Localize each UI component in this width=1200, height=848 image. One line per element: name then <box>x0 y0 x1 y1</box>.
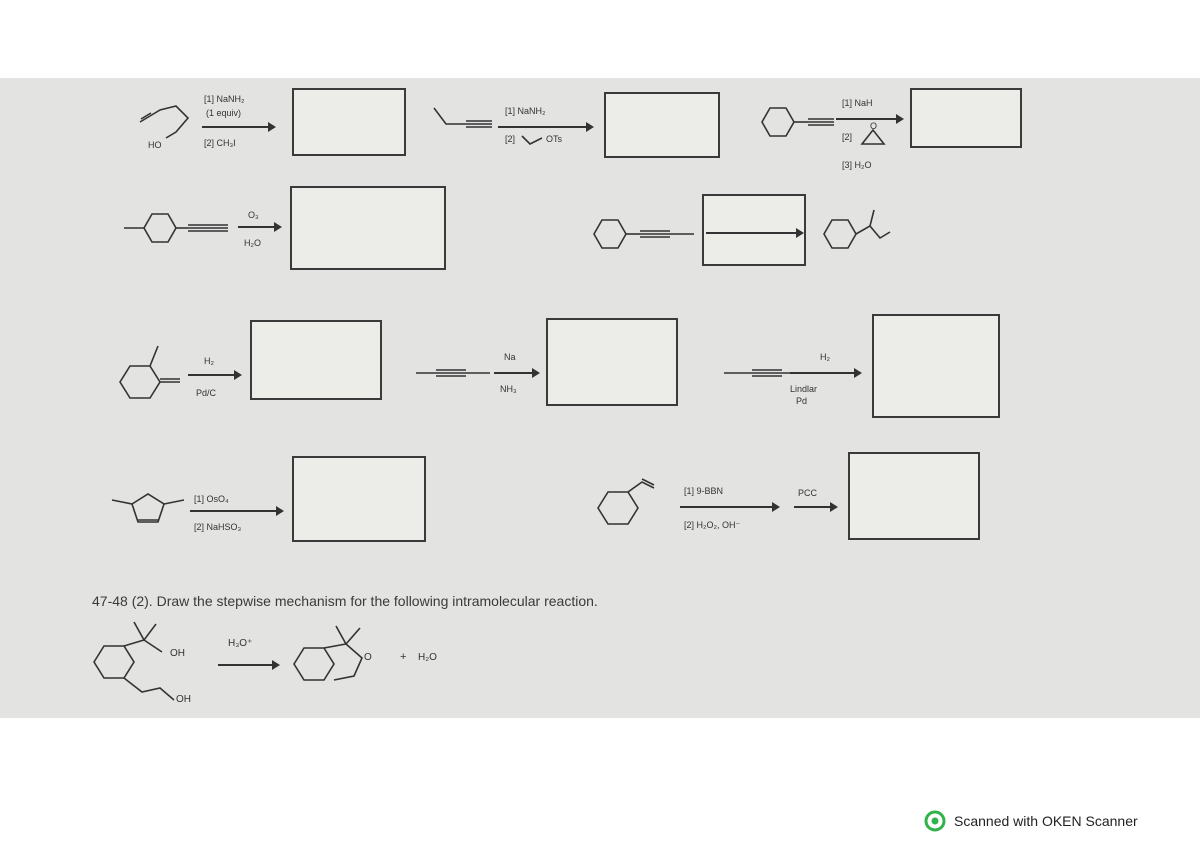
molecule-2-butyne <box>416 369 490 377</box>
molecule-1-phenylpropyne <box>593 219 694 249</box>
reaction-arrow <box>498 122 594 132</box>
molecule-p-methylphenylacetylene <box>124 213 228 243</box>
mech-oh-2: OH <box>176 694 191 705</box>
r6-above: H₂ <box>204 356 214 366</box>
r8-below2: Pd <box>796 396 808 406</box>
r7-above: Na <box>504 352 516 362</box>
r7-below: NH₃ <box>500 384 517 394</box>
oken-scanner-logo-icon <box>924 810 946 832</box>
molecule-starting-diol <box>93 621 175 701</box>
scanner-watermark-text: Scanned with OKEN Scanner <box>954 813 1138 829</box>
r1-step1b: (1 equiv) <box>206 108 242 118</box>
mech-oh-1: OH <box>170 648 185 659</box>
r6-below: Pd/C <box>196 388 217 398</box>
molecule-3-hexyne <box>724 369 808 377</box>
molecule-dimethylcyclopentene <box>111 493 185 523</box>
answer-box-7[interactable] <box>546 318 678 406</box>
answer-box-6[interactable] <box>250 320 382 400</box>
r3-step1: [1] NaH <box>842 98 873 108</box>
ethyl-tosylate-chain <box>521 135 543 145</box>
r8-above: H₂ <box>820 352 830 362</box>
mech-reagent: H₃O⁺ <box>228 638 253 649</box>
r9-step2: [2] NaHSO₃ <box>194 522 242 532</box>
r4-below: H₂O <box>244 238 261 248</box>
molecule-methylenecyclohexane <box>119 345 180 399</box>
r10-step2: [2] H₂O₂, OH⁻ <box>684 520 741 530</box>
answer-box-3[interactable] <box>910 88 1022 148</box>
r1-step1: [1] NaNH₂ <box>204 94 245 104</box>
reaction-arrow <box>238 222 282 232</box>
r3-step3: [3] H₂O <box>842 160 872 170</box>
reaction-arrow <box>706 228 804 238</box>
r1-step2: [2] CH₃I <box>204 138 236 148</box>
r8-below: Lindlar <box>790 384 818 394</box>
mech-byproduct: H₂O <box>418 652 437 663</box>
molecule-1-butyne <box>433 107 492 128</box>
answer-box-5[interactable] <box>702 194 806 266</box>
mechanism-question: 47-48 (2). Draw the stepwise mechanism f… <box>92 593 598 609</box>
answer-box-2[interactable] <box>604 92 720 158</box>
r2-step1: [1] NaNH₂ <box>505 106 546 116</box>
molecule-allylbenzene-like <box>597 478 655 525</box>
r2-step2: [2] <box>505 134 516 144</box>
answer-box-4[interactable] <box>290 186 446 270</box>
molecule-4-pentyn-1-ol <box>139 105 190 139</box>
reaction-arrow <box>836 114 904 124</box>
ethylene-oxide: O <box>860 121 886 145</box>
molecule-dimethylisochroman-product <box>293 625 363 681</box>
r10-step3: PCC <box>798 488 818 498</box>
scanner-watermark: Scanned with OKEN Scanner <box>924 810 1138 832</box>
r9-step1: [1] OsO₄ <box>194 494 229 504</box>
reaction-arrow <box>794 502 838 512</box>
reaction-arrow <box>188 370 242 380</box>
answer-box-10[interactable] <box>848 452 980 540</box>
answer-box-1[interactable] <box>292 88 406 156</box>
reaction-arrow <box>494 368 540 378</box>
r3-step2: [2] <box>842 132 853 142</box>
reaction-arrow <box>202 122 276 132</box>
mech-ring-o: O <box>364 652 372 663</box>
reaction-arrow <box>790 368 862 378</box>
answer-box-8[interactable] <box>872 314 1000 418</box>
answer-box-9[interactable] <box>292 456 426 542</box>
r1-ho-label: HO <box>148 140 162 150</box>
svg-text:O: O <box>870 121 877 131</box>
r10-step1: [1] 9-BBN <box>684 486 724 496</box>
molecule-phenylacetylene <box>761 107 834 137</box>
r2-step2-reagent: OTs <box>546 134 563 144</box>
r4-above: O₃ <box>248 210 259 220</box>
mech-plus: + <box>400 651 407 663</box>
reaction-arrow <box>680 502 780 512</box>
reaction-arrow <box>190 506 284 516</box>
molecule-propiophenone <box>823 209 891 249</box>
reaction-arrow <box>218 660 280 670</box>
